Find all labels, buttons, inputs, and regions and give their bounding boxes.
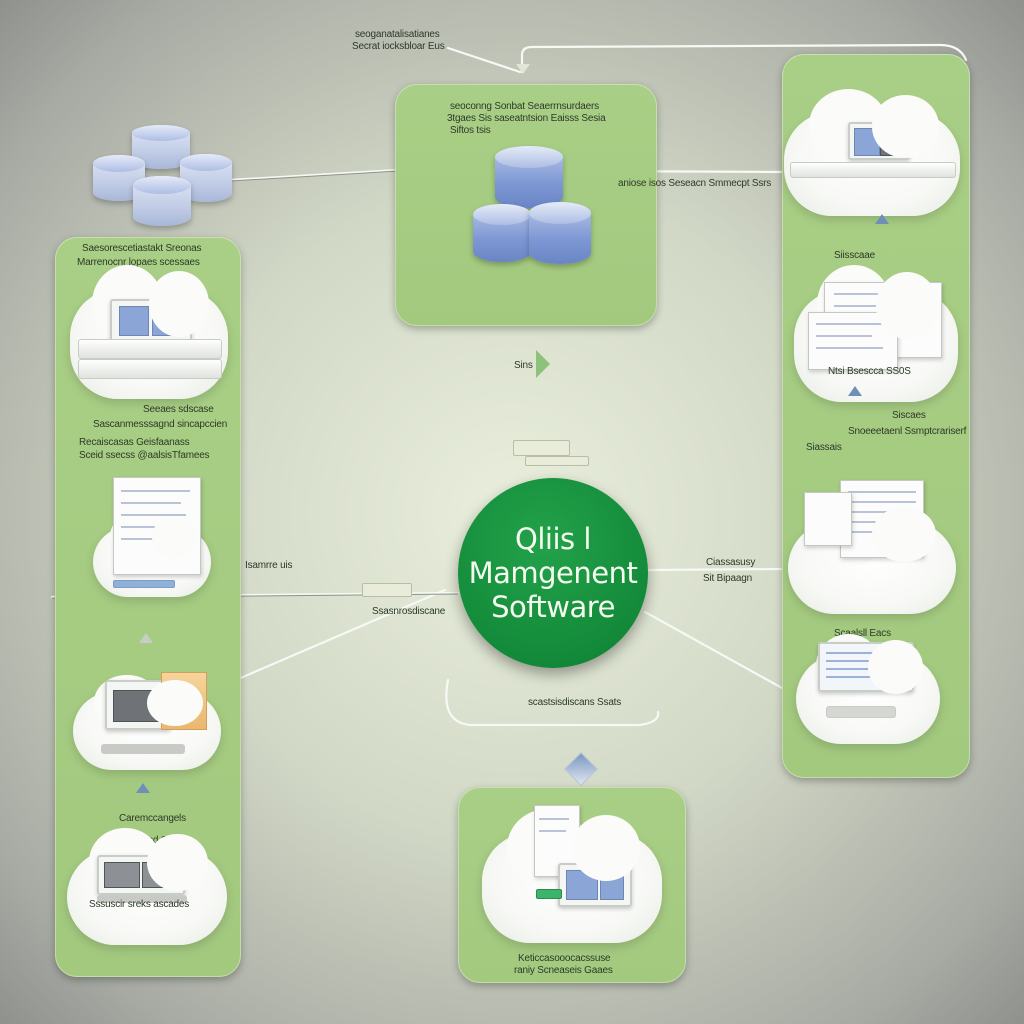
hub-title-line-3: Software	[491, 590, 615, 624]
document-icon	[808, 312, 898, 370]
spreadsheet-icon	[840, 480, 924, 558]
status-chip	[536, 889, 562, 899]
screen-icon	[152, 306, 182, 336]
right-label-1: Siisscaae	[834, 250, 875, 261]
up-arrow-icon	[848, 386, 862, 396]
left-label-2d: Sceid ssecss @aalsisTfamees	[79, 450, 210, 461]
right-label-2c: Snoeeetaenl Ssmptcrariserf	[848, 426, 967, 437]
left-label-2a: Seeaes sdscase	[143, 404, 214, 415]
laptop-cloud-node	[67, 827, 227, 945]
database-icon	[495, 146, 563, 208]
top-note-line-2: Secrat iocksbloar Eus	[352, 41, 445, 52]
left-workflow-panel: Saesorescetiastakt Sreonas Marrenocnr lo…	[55, 237, 292, 977]
right-label-3: Scaalsll Eacs	[834, 628, 891, 639]
document-cloud-node	[93, 477, 211, 597]
top-note-line-1: seoganatalisatianes	[355, 29, 440, 40]
database-icon	[529, 202, 591, 264]
connector-chip-small	[525, 456, 589, 466]
document-cloud-node	[794, 265, 958, 402]
central-right-link-label: aniose isos Seseacn Smmecpt Ssrs	[618, 178, 772, 189]
bottom-label-2: raniy Scneaseis Gaaes	[514, 965, 613, 976]
screen-icon	[119, 306, 149, 336]
right-arrow-icon	[536, 350, 550, 378]
up-arrow-icon	[139, 633, 153, 643]
hub-circle[interactable]: Qliis l Mamgenent Software	[458, 478, 648, 668]
central-panel-text-1: seoconng Sonbat Seaerrnsurdaers	[450, 101, 599, 112]
screen-icon	[142, 862, 178, 888]
screen-icon	[113, 690, 163, 722]
left-panel-heading-2: Marrenocnr lopaes scessaes	[77, 257, 200, 268]
hub-left-chip	[362, 583, 412, 597]
screen-icon	[854, 128, 880, 156]
central-panel-text-2: 3tgaes Sis saseatntsion Eaisss Sesia	[447, 113, 606, 124]
hub-bottom-label: scastsisdiscans Ssats	[528, 697, 622, 708]
screen-icon	[600, 870, 624, 900]
mid-arrow-label: Sins	[514, 360, 533, 371]
document-icon	[113, 477, 201, 575]
hub-right-label-1: Ciassasusy	[706, 557, 756, 568]
left-label-4a: Caonsd Stiae	[125, 835, 183, 847]
workstation-cloud-node	[73, 672, 221, 770]
monitor-cloud-node	[796, 634, 940, 744]
desktop-cloud-node	[482, 805, 662, 943]
server-cloud-node	[784, 89, 960, 216]
bottom-deployment-panel: Keticcasooocacssuse raniy Scneaseis Gaae…	[458, 787, 686, 983]
right-label-2b: Siscaes	[892, 410, 926, 421]
server-rack-icon	[78, 339, 222, 359]
left-label-2b: Sascanmesssagnd sincapccien	[93, 419, 228, 430]
left-edge-label: Isamrre uis	[245, 560, 293, 571]
left-label-2c: Recaiscasas Geisfaanass	[79, 437, 190, 448]
table-screen-icon	[818, 642, 914, 692]
left-panel-heading-1: Saesorescetiastakt Sreonas	[82, 243, 202, 254]
right-workflow-panel: Siisscaae Ntsi Bsescca SS0S Siscaes Snoe…	[782, 54, 970, 778]
document-icon	[804, 492, 852, 546]
server-rack-icon	[790, 162, 956, 178]
right-label-2d: Siassais	[806, 442, 842, 453]
left-label-3: Caremccangels	[119, 813, 186, 824]
up-arrow-icon	[136, 783, 150, 793]
hub-right-label-2: Sit Bipaagn	[703, 573, 752, 584]
hub-title-line-2: Mamgenent	[468, 556, 638, 590]
connector-chip	[513, 440, 570, 456]
spreadsheet-cloud-node	[788, 480, 956, 614]
left-label-4b: Sssuscir sreks ascades	[89, 899, 190, 910]
hub-left-label: Ssasnrosdiscane	[372, 606, 446, 617]
central-panel-text-3: Siftos tsis	[450, 125, 491, 136]
database-icon	[473, 204, 531, 262]
bottom-label-1: Keticcasooocacssuse	[518, 953, 611, 964]
screen-icon	[880, 128, 902, 156]
up-arrow-icon	[875, 214, 889, 224]
keyboard-icon	[97, 895, 187, 903]
top-note-arrow-icon	[516, 64, 530, 74]
screen-icon	[104, 862, 140, 888]
right-label-2a: Ntsi Bsescca SS0S	[828, 366, 911, 377]
server-cloud-node	[70, 264, 228, 399]
central-database-panel: seoconng Sonbat Seaerrnsurdaers 3tgaes S…	[395, 84, 657, 326]
folder-icon	[161, 672, 207, 730]
keyboard-icon	[101, 744, 185, 754]
screen-icon	[566, 870, 598, 900]
keyboard-icon	[826, 706, 896, 718]
server-rack-icon	[78, 359, 222, 379]
hub-title-line-1: Qliis l	[515, 522, 591, 556]
